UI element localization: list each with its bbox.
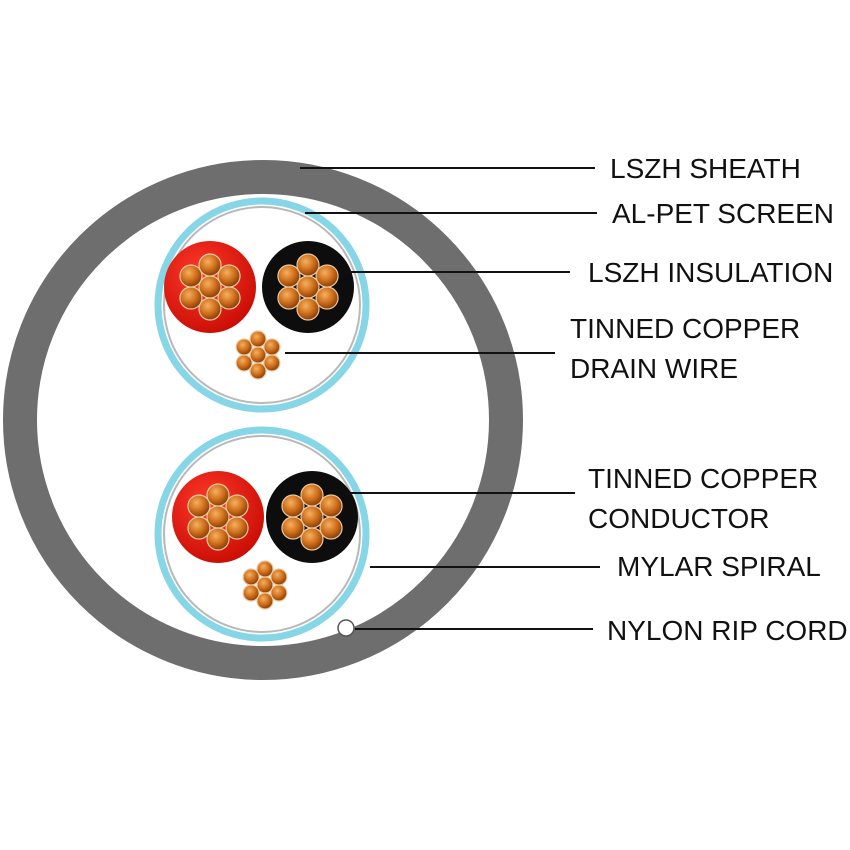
label-conductor-line2: CONDUCTOR xyxy=(588,503,769,534)
upper-drain-wire-strands xyxy=(235,330,281,380)
copper-strand xyxy=(281,494,305,518)
copper-strand xyxy=(256,560,274,578)
lower-drain-wire-strands xyxy=(242,560,288,610)
label-al-pet-screen: AL-PET SCREEN xyxy=(612,198,834,229)
copper-strand xyxy=(300,527,324,551)
copper-strand xyxy=(300,483,324,507)
label-lszh-sheath: LSZH SHEATH xyxy=(610,153,801,184)
copper-strand xyxy=(179,286,203,310)
copper-strand xyxy=(242,584,260,602)
label-drain-wire-line1: TINNED COPPER xyxy=(570,313,800,344)
copper-strand xyxy=(319,494,343,518)
copper-strand xyxy=(300,505,324,529)
copper-strand xyxy=(206,505,230,529)
copper-strand xyxy=(249,330,267,348)
lszh-sheath xyxy=(3,160,523,680)
copper-strand xyxy=(277,286,301,310)
label-drain-wire-line2: DRAIN WIRE xyxy=(570,353,738,384)
copper-strand xyxy=(198,253,222,277)
copper-strand xyxy=(217,286,241,310)
copper-strand xyxy=(296,297,320,321)
copper-strand xyxy=(206,483,230,507)
copper-strand xyxy=(206,527,230,551)
label-mylar-spiral: MYLAR SPIRAL xyxy=(617,551,821,582)
nylon-rip-cord xyxy=(337,619,355,637)
label-lszh-insulation: LSZH INSULATION xyxy=(588,257,833,288)
upper-red-conductor-strands xyxy=(179,253,241,321)
label-conductor-line1: TINNED COPPER xyxy=(588,463,818,494)
copper-strand xyxy=(225,494,249,518)
copper-strand xyxy=(281,516,305,540)
upper-black-conductor-strands xyxy=(277,253,339,321)
copper-strand xyxy=(225,516,249,540)
copper-strand xyxy=(270,568,288,586)
copper-strand xyxy=(179,264,203,288)
copper-strand xyxy=(296,275,320,299)
lower-pair xyxy=(154,426,370,642)
copper-strand xyxy=(187,516,211,540)
copper-strand xyxy=(235,338,253,356)
copper-strand xyxy=(235,354,253,372)
copper-strand xyxy=(296,253,320,277)
copper-strand xyxy=(263,338,281,356)
label-nylon-rip-cord: NYLON RIP CORD xyxy=(607,615,848,646)
lower-black-conductor-strands xyxy=(281,483,343,551)
copper-strand xyxy=(242,568,260,586)
copper-strand xyxy=(256,592,274,610)
copper-strand xyxy=(198,275,222,299)
lower-red-conductor-strands xyxy=(187,483,249,551)
copper-strand xyxy=(319,516,343,540)
copper-strand xyxy=(315,264,339,288)
copper-strand xyxy=(187,494,211,518)
copper-strand xyxy=(315,286,339,310)
copper-strand xyxy=(249,362,267,380)
upper-pair xyxy=(154,197,370,413)
copper-strand xyxy=(198,297,222,321)
upper-mylar-spiral xyxy=(163,206,361,404)
copper-strand xyxy=(277,264,301,288)
leader-lines xyxy=(285,167,600,630)
lower-mylar-spiral xyxy=(163,435,361,633)
copper-strand xyxy=(217,264,241,288)
